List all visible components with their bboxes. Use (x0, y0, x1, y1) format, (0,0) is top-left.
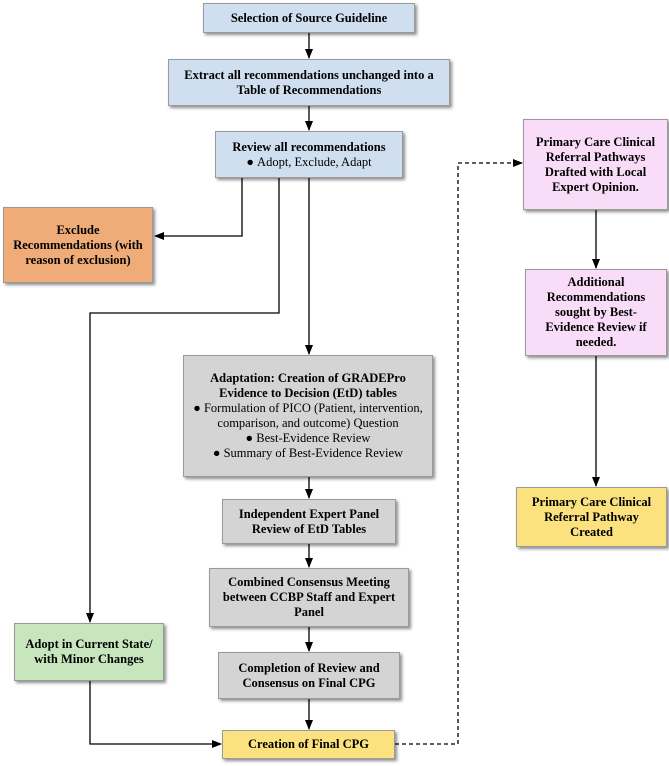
adopt-current-state-box: Adopt in Current State/ with Minor Chang… (14, 623, 164, 681)
arrow-review-to-adopt (86, 178, 280, 623)
completion-of-review-box: Completion of Review and Consensus on Fi… (218, 652, 400, 699)
box-title: Adopt in Current State/ with Minor Chang… (25, 637, 153, 666)
creation-of-final-cpg-box: Creation of Final CPG (222, 730, 395, 759)
box-bullet: Formulation of PICO (Patient, interventi… (190, 401, 426, 431)
exclude-recommendations-box: Exclude Recommendations (with reason of … (3, 207, 153, 283)
box-title: Primary Care Clinical Referral Pathway C… (531, 494, 652, 539)
combined-consensus-meeting-box: Combined Consensus Meeting between CCBP … (209, 568, 409, 627)
box-title: Selection of Source Guideline (230, 10, 388, 25)
box-bullet: Adopt, Exclude, Adapt (246, 155, 372, 170)
box-title: Review all recommendations (232, 139, 386, 154)
box-title: Extract all recommendations unchanged in… (184, 67, 434, 97)
box-title: Exclude Recommendations (with reason of … (13, 222, 143, 267)
box-bullet: Summary of Best-Evidence Review (213, 446, 403, 461)
extract-recommendations-box: Extract all recommendations unchanged in… (168, 59, 450, 106)
arrow-adopt-to-final (89, 681, 222, 748)
box-title: Adaptation: Creation of GRADEPro Evidenc… (210, 371, 406, 400)
box-title: Primary Care Clinical Referral Pathways … (535, 134, 656, 194)
primary-care-pathways-drafted-box: Primary Care Clinical Referral Pathways … (523, 119, 668, 210)
adaptation-box: Adaptation: Creation of GRADEPro Evidenc… (183, 355, 433, 477)
box-title: Additional Recommendations sought by Bes… (545, 275, 647, 349)
box-title: Creation of Final CPG (248, 737, 369, 751)
box-title: Combined Consensus Meeting between CCBP … (222, 575, 396, 619)
box-title: Completion of Review and Consensus on Fi… (238, 660, 380, 690)
review-recommendations-box: Review all recommendations Adopt, Exclud… (215, 131, 403, 178)
independent-expert-panel-box: Independent Expert Panel Review of EtD T… (222, 499, 396, 544)
additional-recommendations-box: Additional Recommendations sought by Bes… (525, 269, 667, 356)
box-title: Independent Expert Panel Review of EtD T… (238, 506, 380, 536)
arrow-review-to-exclude (154, 178, 243, 240)
box-bullet: Best-Evidence Review (246, 431, 370, 446)
arrow-final-to-primary (395, 159, 523, 745)
selection-of-source-guideline-box: Selection of Source Guideline (203, 3, 415, 33)
primary-care-pathway-created-box: Primary Care Clinical Referral Pathway C… (516, 487, 667, 547)
